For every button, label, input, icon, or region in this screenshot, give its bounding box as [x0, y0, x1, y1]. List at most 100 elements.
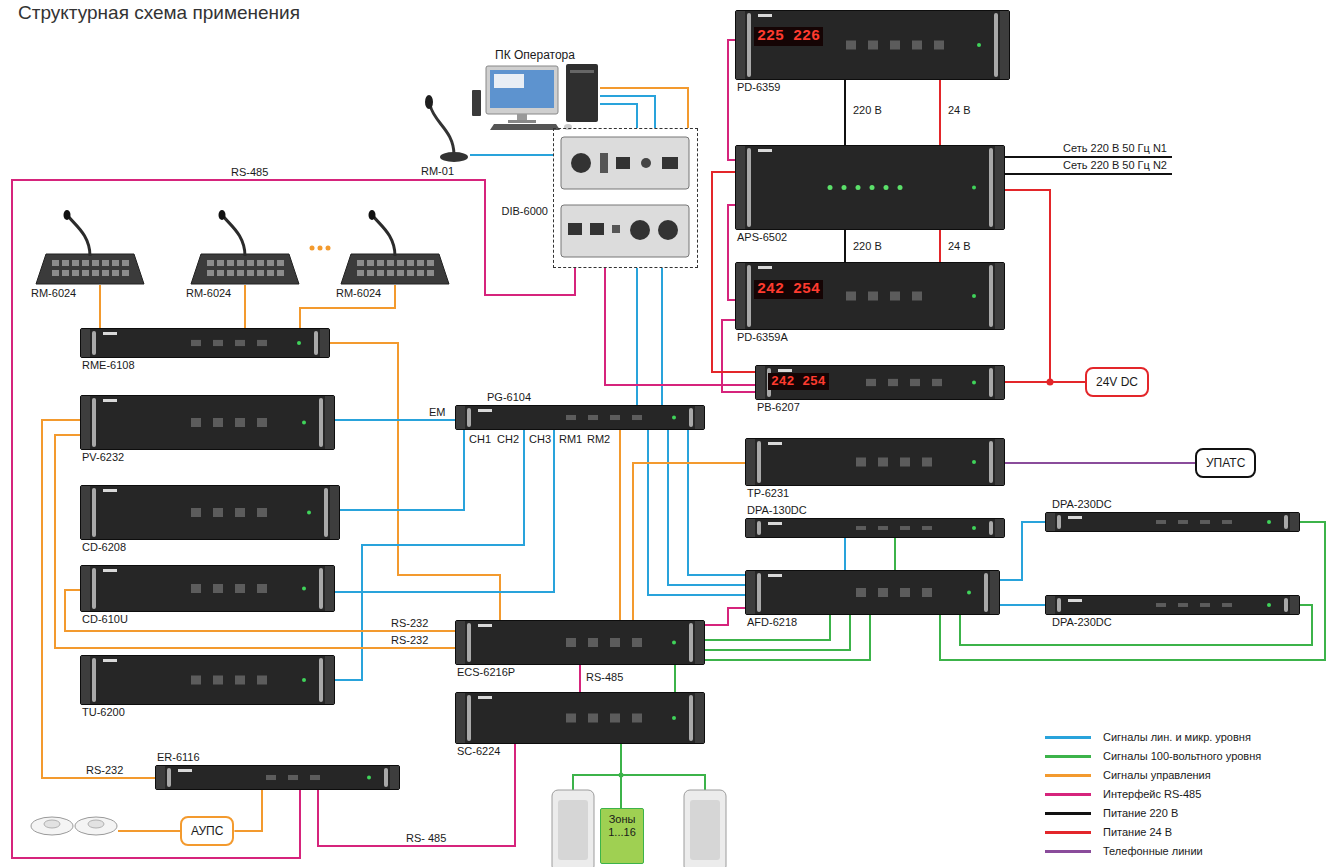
detector-wire — [118, 830, 180, 832]
rack-unit: PG-6104 — [455, 405, 705, 430]
device-label: RM-01 — [420, 165, 455, 178]
pc-mouse — [564, 124, 572, 130]
connector — [894, 538, 896, 570]
rack-ear — [1046, 513, 1055, 531]
legend-text: Интерфейс RS-485 — [1103, 788, 1201, 801]
rack-ear — [1000, 11, 1009, 79]
rack-ear — [81, 566, 90, 611]
rack-art — [456, 406, 704, 429]
device-label: RM-6024 — [335, 287, 382, 300]
rack-handle — [92, 568, 96, 609]
rack-handle — [1284, 598, 1288, 612]
power-led — [977, 43, 981, 47]
console-key — [82, 260, 89, 266]
console-key — [52, 260, 59, 266]
panel-button — [1200, 520, 1210, 524]
console-key — [102, 260, 109, 266]
rj45-socket — [590, 223, 604, 235]
rack-ear — [330, 486, 339, 539]
panel-button — [1200, 603, 1210, 607]
rack-ear — [81, 656, 90, 704]
panel-button — [191, 584, 201, 593]
rack-ear — [81, 396, 90, 449]
ellipsis-dot — [326, 246, 331, 251]
legend-text: Сигналы лин. и микр. уровня — [1103, 731, 1251, 744]
rack-art — [1046, 596, 1299, 614]
panel-button — [890, 292, 900, 301]
console-key — [367, 270, 374, 276]
panel-button — [235, 584, 245, 593]
device-label: PG-6104 — [486, 391, 532, 404]
pc-screen — [490, 70, 554, 108]
mains-label: Сеть 220 В 50 Гц N1 — [1062, 142, 1168, 155]
console-key — [247, 260, 254, 266]
connector — [688, 430, 745, 575]
mains-line — [1005, 173, 1172, 175]
panel-button — [890, 41, 900, 50]
connector — [605, 268, 755, 385]
rack-ear — [746, 519, 755, 537]
panel-button — [610, 714, 620, 723]
legend-row: Питание 220 В — [1045, 804, 1261, 823]
panel-button — [213, 508, 223, 517]
console-key — [217, 270, 224, 276]
rack-handle — [384, 768, 388, 787]
rack-unit: ECS-6216P — [455, 620, 705, 665]
rack-ear — [995, 519, 1004, 537]
brand-plate — [768, 442, 782, 445]
device-label: Зоны 1...16 — [604, 813, 640, 839]
brand-plate — [768, 522, 782, 525]
panel-button — [888, 379, 898, 386]
panel-button — [257, 508, 267, 517]
rack-ear — [1290, 596, 1299, 614]
power-led — [972, 186, 976, 190]
pc-stand-base — [508, 120, 536, 123]
console-key — [357, 270, 364, 276]
panel-button — [213, 418, 223, 427]
rack-art — [456, 621, 704, 664]
panel-button — [213, 584, 223, 593]
console-key — [237, 260, 244, 266]
desk-microphone: RM-01 — [420, 95, 470, 163]
panel-button — [213, 340, 223, 346]
rack-handle — [319, 568, 323, 609]
device-label: УПАТС — [1206, 455, 1245, 471]
mic-head — [64, 210, 71, 220]
panel-button — [912, 292, 922, 301]
rack-handle — [319, 398, 323, 447]
rack-ear — [320, 329, 329, 357]
panel-button — [1156, 603, 1166, 607]
power-led — [972, 294, 976, 298]
ellipsis-dot — [310, 246, 315, 251]
speaker-symbol — [552, 790, 594, 867]
connector-label: 24 В — [947, 240, 972, 253]
console-key — [207, 270, 214, 276]
rack-handle — [467, 623, 471, 662]
power-led — [302, 587, 306, 591]
device-label: DPA-230DC — [1051, 616, 1113, 629]
device-label: TU-6200 — [81, 706, 126, 719]
legend-row: Сигналы управления — [1045, 766, 1261, 785]
panel-button — [257, 418, 267, 427]
brand-plate — [758, 14, 772, 17]
console-key — [112, 260, 119, 266]
power-led — [672, 716, 676, 720]
rack-ear — [390, 766, 399, 789]
rack-ear — [1046, 596, 1055, 614]
paging-console: RM-6024 — [30, 210, 150, 285]
legend-swatch — [1045, 755, 1091, 758]
console-key — [72, 260, 79, 266]
rack-unit: RME-6108 — [80, 328, 330, 358]
connector — [335, 430, 554, 592]
xlr-socket — [571, 153, 591, 173]
console-key — [227, 270, 234, 276]
panel-button — [878, 458, 888, 467]
smoke-detector — [75, 817, 117, 835]
device-label: RME-6108 — [81, 359, 136, 372]
pc-art — [470, 64, 600, 130]
speaker-grille — [690, 800, 720, 860]
speaker-symbol — [684, 790, 726, 867]
jack-socket — [600, 153, 608, 173]
detector-sensor — [44, 820, 60, 828]
panel-button — [632, 714, 642, 723]
